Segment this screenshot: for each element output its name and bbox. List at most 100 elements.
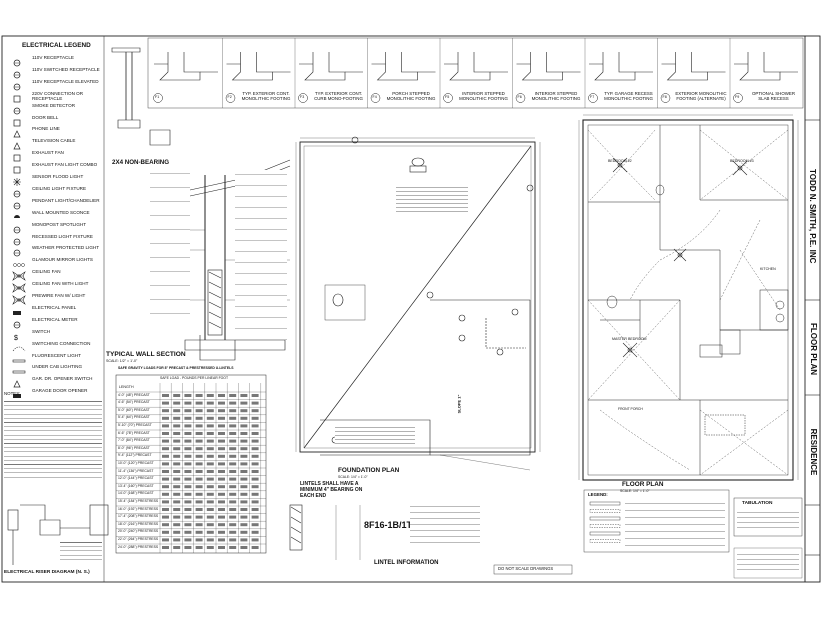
legend-item: RECESSED LIGHT FIXTURE — [4, 233, 104, 245]
legend-item-label: TELEVISION CABLE — [32, 138, 76, 144]
lintel-table-col: LENGTH — [119, 385, 134, 389]
legend-symbol-icon — [12, 185, 22, 198]
legend-symbol-icon — [12, 173, 22, 186]
floor-plan-scale: SCALE: 1/4" = 1'-0" — [620, 489, 650, 493]
floor-legend-title: LEGEND: — [588, 492, 608, 497]
lintel-row-label: 20'-0" (240") PRESTRESS — [118, 529, 159, 534]
lintel-table-subtitle: SAFE LOAD - POUNDS PER LINEAR FOOT — [160, 376, 229, 380]
legend-symbol-icon — [12, 256, 25, 268]
legend-item-label: WALL MOUNTED SCONCE — [32, 209, 90, 215]
legend-item: FLUORESCENT LIGHT — [4, 352, 104, 362]
detail-caption: OPTIONAL SHOWER SLAB RECESS — [751, 91, 796, 101]
lintel-row-label: 11'-4" (136") PRECAST — [118, 468, 154, 473]
legend-item: GARAGE DOOR OPENER — [4, 387, 104, 399]
project-name: RESIDENCE — [809, 428, 818, 476]
sheet-title: FLOOR PLAN — [809, 323, 818, 375]
room-bedroom2: BEDROOM #2 — [608, 159, 632, 163]
lintel-row-label: 9'-4" (112") PRECAST — [118, 453, 152, 458]
legend-item-label: SENSOR FLOOD LIGHT — [32, 174, 84, 179]
floor-legend-text — [625, 500, 725, 548]
detail-caption: TYP. GARAGE RECESS MONOLITHIC FOOTING — [604, 91, 653, 101]
legend-item: 110V SWITCHED RECEPTACLE — [4, 66, 104, 79]
tabulation-text — [737, 510, 799, 532]
legend-item: ELECTRICAL METER — [4, 316, 104, 329]
wall-callouts-right — [235, 170, 287, 340]
room-master-bedroom: MASTER BEDROOM — [612, 337, 647, 341]
legend-symbol-icon: $ — [12, 328, 22, 342]
legend-item-label: GARAGE DOOR OPENER — [32, 388, 88, 394]
detail-id: F9 — [735, 95, 740, 99]
svg-text:$: $ — [14, 335, 18, 341]
legend-item: CEILING FAN — [4, 268, 104, 282]
detail-caption: TYP. EXTERIOR CONT. CURB MONO-FOOTING — [314, 91, 363, 101]
legend-symbol-icon — [12, 340, 26, 351]
legend-item-label: ELECTRICAL METER — [32, 316, 78, 322]
legend-item: $SWITCH — [4, 328, 104, 342]
lintels-bearing-note: LINTELS SHALL HAVE A MINIMUM 4" BEARING … — [300, 481, 363, 499]
legend-item: ELECTRICAL PANEL — [4, 304, 104, 315]
legend-item: PENDANT LIGHT/CHANDELIER — [4, 197, 104, 210]
legend-item: TELEVISION CABLE — [4, 137, 104, 150]
legend-symbol-icon — [12, 149, 22, 162]
legend-symbol-icon — [12, 387, 22, 399]
legend-symbol-icon — [12, 221, 22, 233]
legend-item-label: WEATHER PROTECTED LIGHT — [32, 245, 100, 251]
lintel-row-label: 24'-0" (288") PRESTRESS — [118, 544, 159, 549]
legend-item-label: 110V RECEPTACLE ELEVATED — [32, 78, 99, 84]
detail-caption: INTERIOR STEPPED MONOLITHIC FOOTING — [459, 91, 508, 101]
legend-item-label: GLAMOUR MIRROR LIGHTS — [32, 257, 93, 263]
legend-symbol-icon — [12, 316, 22, 329]
legend-item-label: 110V SWITCHED RECEPTACLE — [32, 66, 100, 72]
legend-item: EXHAUST FAN LIGHT COMBO — [4, 161, 104, 174]
legend-item: UNDER CAB LIGHTING — [4, 363, 104, 374]
legend-item: 220V CONNECTION OR RECEPTACLE — [4, 90, 104, 103]
legend-item-label: ELECTRICAL PANEL — [32, 304, 77, 310]
riser-notes-text — [60, 540, 102, 560]
legend-item-label: RECESSED LIGHT FIXTURE — [32, 233, 93, 239]
legend-symbol-icon — [12, 90, 22, 103]
detail-caption: PORCH STEPPED MONOLITHIC FOOTING — [386, 91, 436, 101]
engineer-name: TODD N. SMITH, P.E. INC — [808, 169, 817, 264]
lintel-row-label: 6'-6" (78") PRECAST — [118, 430, 150, 435]
legend-item: EXHAUST FAN — [4, 149, 104, 162]
legend-item: PREWIRE FAN W/ LIGHT — [4, 292, 104, 305]
wall-section-title: TYPICAL WALL SECTION — [106, 351, 186, 358]
detail-id: F8 — [662, 95, 667, 99]
legend-item-label: 220V CONNECTION OR RECEPTACLE — [32, 90, 84, 101]
lintel-row-label: 4'-6" (54") PRECAST — [118, 400, 150, 405]
legend-item-label: EXHAUST FAN LIGHT COMBO — [32, 162, 98, 168]
legend-item: GAR. DR. OPENER SWITCH — [4, 375, 104, 388]
legend-item-label: DOOR BELL — [32, 114, 59, 120]
legend-item: 110V RECEPTACLE — [4, 54, 104, 67]
legend-item: CEILING FAN WITH LIGHT — [4, 280, 104, 293]
legend-item: 110V RECEPTACLE ELEVATED — [4, 78, 104, 91]
legend-item-label: CEILING LIGHT FIXTURE — [32, 185, 87, 191]
floor-plan-title: FLOOR PLAN — [622, 481, 664, 488]
legend-symbol-icon — [12, 292, 26, 305]
legend-item: CEILING LIGHT FIXTURE — [4, 185, 104, 198]
legend-item-label: UNDER CAB LIGHTING — [32, 364, 83, 370]
detail-id: F3 — [300, 95, 305, 99]
slope-note: SLOPE 1" — [456, 394, 462, 414]
lintel-row-label: 4'-0" (48") PRECAST — [118, 392, 150, 397]
lintel-row-label: 10'-0" (120") PRECAST — [118, 460, 154, 465]
legend-item-label: CEILING FAN WITH LIGHT — [32, 281, 89, 287]
legend-symbol-icon — [12, 280, 26, 293]
legend-notes-text — [4, 399, 102, 479]
lintel-table-title: SAFE GRAVITY LOADS FOR 8" PRECAST & PRES… — [118, 366, 234, 370]
legend-item: MONOPOST SPOTLIGHT — [4, 221, 104, 233]
slab-note — [396, 185, 468, 215]
room-front-porch: FRONT PORCH — [618, 407, 643, 411]
riser-diagram-title: ELECTRICAL RISER DIAGRAM (N. S.) — [4, 570, 90, 575]
certification-text — [737, 552, 799, 574]
electrical-legend-title: ELECTRICAL LEGEND — [22, 42, 91, 49]
legend-item-label: MONOPOST SPOTLIGHT — [32, 221, 87, 227]
tabulation-title: TABULATION — [742, 501, 773, 506]
detail-id: F5 — [445, 95, 450, 99]
detail-id: F1 — [155, 95, 160, 99]
legend-symbol-icon — [12, 78, 22, 91]
legend-item-label: PHONE LINE — [32, 126, 60, 132]
lintel-row-label: 22'-0" (264") PRESTRESS — [118, 536, 159, 541]
legend-item: SENSOR FLOOD LIGHT — [4, 173, 104, 186]
